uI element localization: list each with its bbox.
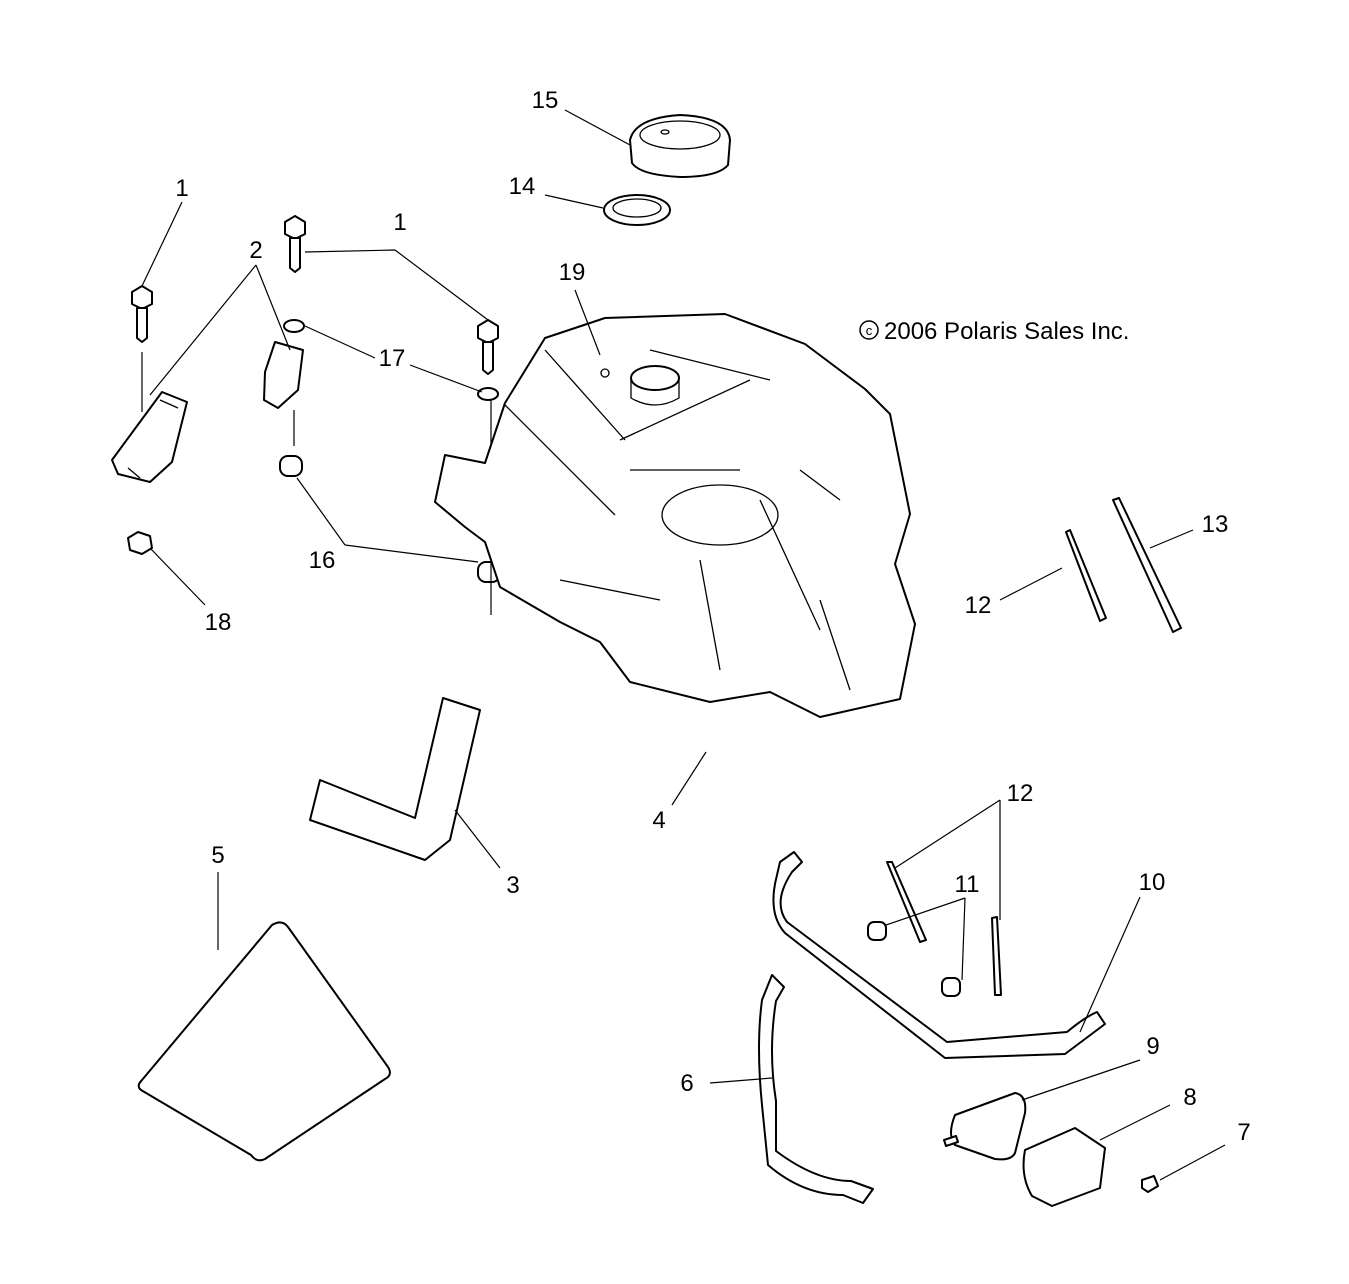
callout-label: 8 — [1183, 1084, 1196, 1111]
part-cable-tie[interactable] — [886, 861, 927, 943]
callout-label: 9 — [1146, 1033, 1159, 1060]
callout-label: 1 — [175, 175, 188, 202]
part-filter-clamp[interactable] — [1022, 1127, 1106, 1207]
callout-label: 11 — [955, 871, 980, 898]
part-foam-pad[interactable] — [309, 697, 481, 861]
part-cable-tie[interactable] — [1065, 529, 1107, 622]
callout-label: 10 — [1139, 869, 1166, 896]
callout-label: 14 — [509, 173, 536, 200]
part-grommet[interactable] — [941, 977, 961, 997]
callout-label: 4 — [652, 807, 665, 834]
part-fuel-tank[interactable] — [434, 313, 916, 718]
callout-label: 1 — [393, 209, 406, 236]
copyright-symbol: c — [866, 323, 873, 338]
callout-label: 12 — [1007, 780, 1034, 807]
copyright-circle — [859, 320, 879, 340]
callout-label: 19 — [559, 259, 586, 286]
part-washer[interactable] — [283, 319, 305, 333]
callout-label: 18 — [205, 609, 232, 636]
callout-label: 7 — [1237, 1119, 1250, 1146]
callout-label: 3 — [506, 872, 519, 899]
part-bolt[interactable] — [477, 319, 499, 375]
part-bracket[interactable] — [111, 391, 188, 483]
callout-label: 16 — [309, 547, 336, 574]
leader-lines — [141, 109, 1226, 1181]
part-grommet[interactable] — [867, 921, 887, 941]
part-fuel-cap[interactable] — [629, 114, 731, 178]
copyright-text: 2006 Polaris Sales Inc. — [884, 318, 1129, 345]
part-cable-tie[interactable] — [991, 916, 1002, 996]
callout-label: 12 — [965, 592, 992, 619]
part-spacer[interactable] — [279, 455, 303, 477]
part-bolt[interactable] — [284, 215, 306, 273]
part-cap-gasket[interactable] — [603, 194, 671, 226]
copyright-notice: c 2006 Polaris Sales Inc. — [859, 318, 1129, 345]
callout-label: 17 — [379, 345, 406, 372]
part-fuel-filter[interactable] — [943, 1092, 1027, 1161]
part-bolt[interactable] — [131, 285, 153, 343]
callout-label: 13 — [1202, 511, 1229, 538]
callout-label: 15 — [532, 87, 559, 114]
part-nut[interactable] — [127, 531, 153, 555]
part-fuel-line-2[interactable] — [758, 974, 874, 1204]
part-cable-tie[interactable] — [1112, 497, 1182, 633]
callout-label: 2 — [249, 237, 262, 264]
callout-label: 6 — [680, 1070, 693, 1097]
callout-label: 5 — [211, 842, 224, 869]
callouts: 15 14 1 1 2 17 19 16 18 12 13 4 3 5 12 1… — [175, 87, 1250, 1146]
part-bracket[interactable] — [263, 341, 304, 409]
part-washer[interactable] — [477, 387, 499, 401]
part-heat-shield-pad[interactable] — [137, 921, 391, 1162]
part-screw[interactable] — [1141, 1175, 1159, 1193]
part-fuel-line[interactable] — [772, 851, 1106, 1059]
